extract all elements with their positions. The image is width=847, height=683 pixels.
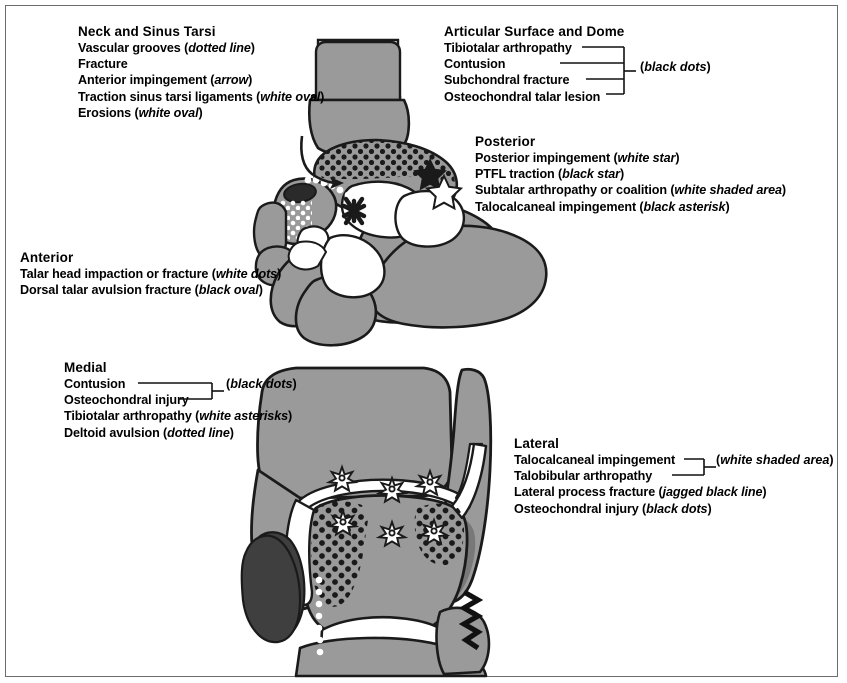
item-osteochondral-talar-lesion: Osteochondral talar lesion: [444, 89, 601, 104]
item-subchondral-fracture: Subchondral fracture: [444, 73, 570, 88]
label-block-medial: Medial Contusion Osteochondral injury Ti…: [64, 360, 292, 441]
item-contusion: Contusion: [444, 57, 506, 72]
item-medial-tibiotalar-arthropathy: Tibiotalar arthropathy (white asterisks): [64, 409, 293, 424]
item-talocalcaneal-impingement: Talocalcaneal impingement (black asteris…: [475, 199, 730, 214]
label-block-neck-sinus-tarsi: Neck and Sinus Tarsi Vascular grooves (d…: [78, 24, 324, 121]
label-block-posterior: Posterior Posterior impingement (white s…: [475, 134, 786, 215]
item-tibiotalar-arthropathy: Tibiotalar arthropathy: [444, 41, 572, 55]
heading-medial: Medial: [64, 360, 107, 375]
item-vascular-grooves: Vascular grooves (dotted line): [78, 41, 255, 55]
item-medial-osteochondral-injury: Osteochondral injury: [64, 393, 189, 408]
item-lateral-talocalcaneal-impingement: Talocalcaneal impingement: [514, 453, 676, 467]
brace-label-medial: (black dots): [226, 377, 297, 391]
item-erosions: Erosions (white oval): [78, 105, 203, 120]
brace-medial: [138, 382, 224, 400]
heading-articular-surface-dome: Articular Surface and Dome: [444, 24, 625, 39]
item-lateral-process-fracture: Lateral process fracture (jagged black l…: [514, 485, 767, 500]
item-fracture: Fracture: [78, 57, 128, 72]
item-traction-sinus-tarsi-ligaments: Traction sinus tarsi ligaments (white ov…: [78, 89, 325, 104]
item-dorsal-talar-avulsion: Dorsal talar avulsion fracture (black ov…: [20, 283, 263, 298]
item-lateral-osteochondral-injury: Osteochondral injury (black dots): [514, 501, 712, 516]
heading-posterior: Posterior: [475, 134, 536, 149]
brace-label-articular-surface-dome: (black dots): [640, 60, 711, 74]
item-ptfl-traction: PTFL traction (black star): [475, 167, 625, 182]
brace-lateral: [672, 458, 716, 476]
heading-anterior: Anterior: [20, 250, 74, 265]
label-block-lateral: Lateral Talocalcaneal impingement Talobi…: [514, 436, 767, 517]
item-subtalar-arthropathy: Subtalar arthropathy or coalition (white…: [475, 183, 787, 198]
heading-neck-sinus-tarsi: Neck and Sinus Tarsi: [78, 24, 216, 39]
heading-lateral: Lateral: [514, 436, 559, 451]
item-deltoid-avulsion: Deltoid avulsion (dotted line): [64, 425, 234, 440]
item-medial-contusion: Contusion: [64, 377, 126, 391]
item-talar-head-impaction: Talar head impaction or fracture (white …: [20, 267, 282, 281]
label-block-articular-surface-dome: Articular Surface and Dome Tibiotalar ar…: [444, 24, 624, 105]
label-block-anterior: Anterior Talar head impaction or fractur…: [20, 250, 281, 298]
brace-label-lateral: (white shaded area): [716, 453, 834, 467]
item-talobibular-arthropathy: Talobibular arthropathy: [514, 469, 653, 484]
item-posterior-impingement: Posterior impingement (white star): [475, 151, 680, 165]
item-anterior-impingement: Anterior impingement (arrow): [78, 73, 253, 88]
brace-articular-surface-dome: [560, 46, 636, 95]
